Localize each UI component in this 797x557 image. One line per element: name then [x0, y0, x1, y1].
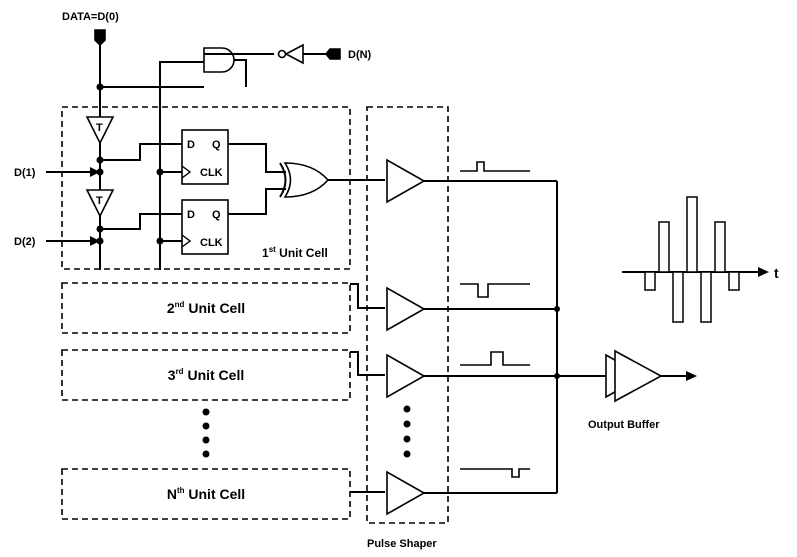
- waveform-pulse: [686, 196, 698, 273]
- clock-bus-wire: [159, 61, 204, 270]
- unit-cell-3-label: 3rd Unit Cell: [168, 367, 244, 383]
- shaper-buffer-2-icon: [386, 286, 426, 332]
- junction-dot: [554, 373, 560, 379]
- shaper-buffer-1-icon: [386, 158, 426, 204]
- buffer-t-2-label: T: [96, 195, 103, 207]
- ellipsis-shaper-icon: [403, 405, 411, 458]
- pulse-wave-2-icon: [460, 283, 530, 298]
- cell2-out-wire: [350, 283, 385, 309]
- ff1-q-wire: [228, 143, 286, 173]
- buffer-t-1-label: T: [96, 122, 103, 134]
- ff1-clock-edge-icon: [181, 165, 192, 179]
- ff1-d-label: D: [187, 139, 195, 151]
- waveform-pulse: [714, 221, 726, 273]
- waveform-pulse: [672, 271, 684, 323]
- ff2-q-wire: [228, 188, 286, 215]
- junction-dot: [96, 168, 104, 176]
- unit-cell-2-label: 2nd Unit Cell: [167, 300, 245, 316]
- d1-label: D(1): [14, 167, 36, 179]
- junction-dot: [96, 83, 104, 91]
- waveform-pulse: [644, 271, 656, 291]
- pulse-wave-n-icon: [460, 468, 530, 478]
- pulse-wave-3-icon: [460, 351, 530, 366]
- junction-dot: [554, 306, 560, 312]
- d1-arrow-icon: [90, 167, 100, 177]
- xor-gate-back-icon: [279, 162, 287, 198]
- shaper-buffer-n-icon: [386, 470, 426, 516]
- waveform-pulse: [658, 221, 670, 273]
- pulse-shaper-label: Pulse Shaper: [367, 538, 437, 550]
- xor-gate-icon: [283, 162, 330, 198]
- ff2-d-label: D: [187, 209, 195, 221]
- junction-dot: [96, 237, 104, 245]
- buffer-t-2-icon: [85, 189, 115, 218]
- flip-flop-2: [181, 199, 229, 255]
- output-waveform: [644, 196, 740, 323]
- shaper-buffer-3-icon: [386, 353, 426, 399]
- time-axis-arrow-icon: [758, 267, 769, 277]
- inverter-icon: [284, 43, 304, 65]
- pulse-wave-1-icon: [460, 161, 530, 172]
- ff2-d-wire: [100, 213, 182, 230]
- ff2-clk-label: CLK: [200, 237, 223, 249]
- d2-arrow-icon: [90, 236, 100, 246]
- cell3-out-wire: [350, 351, 385, 376]
- ellipsis-cells-icon: [202, 408, 210, 458]
- waveform-pulse: [728, 271, 740, 291]
- unit-cell-1-box: [61, 106, 351, 270]
- output-buffer-icon: [614, 349, 663, 403]
- dn-label: D(N): [348, 49, 372, 61]
- ff1-q-label: Q: [212, 139, 221, 151]
- d2-label: D(2): [14, 236, 36, 248]
- ff2-clock-edge-icon: [181, 234, 192, 248]
- unit-cell-n-box: [61, 468, 351, 520]
- ff1-clk-label: CLK: [200, 167, 223, 179]
- unit-cell-2-box: [61, 282, 351, 334]
- ff2-q-label: Q: [212, 209, 221, 221]
- unit-cell-3-box: [61, 349, 351, 401]
- ff1-d-wire: [100, 143, 182, 161]
- junction-dot: [156, 237, 164, 245]
- dn-pin-icon: [324, 48, 341, 60]
- buffer-t-1-icon: [85, 116, 115, 145]
- junction-dot: [96, 156, 104, 164]
- pulse-shaper-box: [366, 106, 449, 524]
- flip-flop-1: [181, 129, 229, 185]
- junction-dot: [96, 225, 104, 233]
- time-axis-label: t: [774, 265, 779, 281]
- unit-cell-n-label: Nth Unit Cell: [167, 486, 245, 502]
- unit-cell-1-label: 1st Unit Cell: [262, 245, 328, 260]
- data-input-label: DATA=D(0): [62, 11, 119, 23]
- and-out-wire: [234, 59, 247, 87]
- and-gate-icon: [203, 47, 235, 73]
- waveform-pulse: [700, 271, 712, 323]
- data-input-pin-icon: [94, 29, 106, 47]
- output-buffer-label: Output Buffer: [588, 419, 660, 431]
- junction-dot: [156, 168, 164, 176]
- output-arrow-icon: [686, 371, 697, 381]
